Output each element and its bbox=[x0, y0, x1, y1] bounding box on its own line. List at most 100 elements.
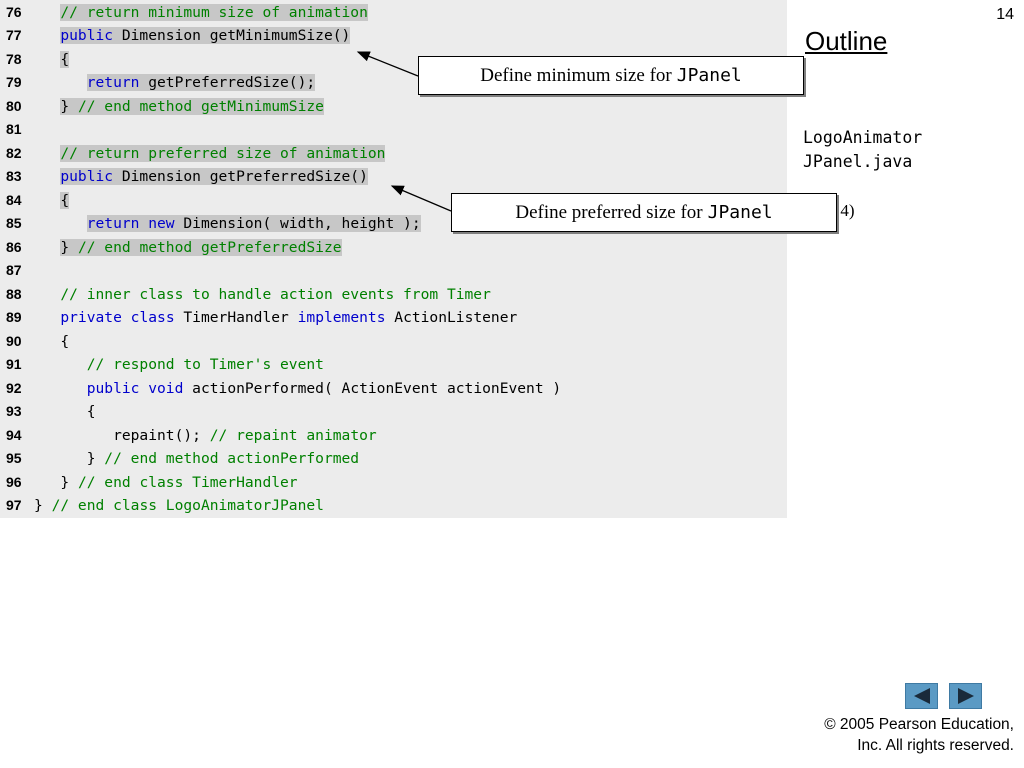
code-line: 94 repaint(); // repaint animator bbox=[0, 424, 787, 448]
code-indent bbox=[34, 215, 87, 232]
callout-minimum-size: Define minimum size for JPanel bbox=[418, 56, 804, 95]
code-token: Dimension( width, height ); bbox=[174, 215, 421, 232]
triangle-left-icon bbox=[913, 688, 930, 704]
line-number: 83 bbox=[6, 168, 22, 184]
code-line: 95 } // end method actionPerformed bbox=[0, 447, 787, 471]
code-text: { bbox=[34, 400, 96, 424]
code-indent bbox=[34, 356, 87, 373]
code-token: getPreferredSize(); bbox=[139, 74, 316, 91]
code-keyword: void bbox=[148, 379, 184, 397]
line-number: 93 bbox=[6, 403, 22, 419]
highlighted-code: // return minimum size of animation bbox=[60, 3, 368, 21]
code-content: // inner class to handle action events f… bbox=[60, 286, 491, 303]
code-line: 78 { bbox=[0, 48, 787, 72]
code-indent bbox=[34, 239, 60, 256]
code-line: 93 { bbox=[0, 400, 787, 424]
code-line: 86 } // end method getPreferredSize bbox=[0, 236, 787, 260]
code-keyword: return bbox=[86, 74, 140, 91]
line-number: 97 bbox=[6, 497, 22, 513]
code-indent bbox=[34, 286, 60, 303]
code-keyword: private bbox=[60, 309, 122, 326]
code-line: 80 } // end method getMinimumSize bbox=[0, 95, 787, 119]
copyright-line-2: Inc. All rights reserved. bbox=[857, 737, 1014, 754]
line-number: 87 bbox=[6, 262, 22, 278]
callout-minimum-size-code: JPanel bbox=[676, 65, 742, 86]
code-token: TimerHandler bbox=[174, 309, 298, 326]
code-comment: // return preferred size of animation bbox=[60, 144, 386, 162]
line-number: 77 bbox=[6, 27, 22, 43]
code-comment: // end class TimerHandler bbox=[77, 473, 298, 491]
callout-minimum-size-text: Define minimum size for bbox=[480, 64, 672, 86]
next-slide-button[interactable] bbox=[949, 683, 982, 709]
code-text: repaint(); // repaint animator bbox=[34, 424, 377, 448]
code-text: { bbox=[34, 189, 70, 213]
code-indent bbox=[34, 380, 87, 397]
line-number: 96 bbox=[6, 473, 22, 490]
line-number: 78 bbox=[6, 50, 22, 67]
code-line: 84 { bbox=[0, 189, 787, 213]
line-number: 92 bbox=[6, 379, 22, 396]
code-indent bbox=[34, 98, 60, 115]
code-token: actionPerformed( ActionEvent actionEvent… bbox=[183, 379, 562, 397]
code-token bbox=[139, 215, 148, 232]
highlighted-code: return getPreferredSize(); bbox=[86, 74, 316, 91]
code-line: 96 } // end class TimerHandler bbox=[0, 471, 787, 495]
code-token bbox=[122, 309, 131, 326]
line-number: 82 bbox=[6, 144, 22, 161]
code-indent bbox=[34, 333, 60, 350]
code-token: } bbox=[60, 97, 78, 115]
code-token: { bbox=[60, 50, 70, 68]
highlighted-code: } // end method getMinimumSize bbox=[60, 97, 324, 115]
code-comment: // repaint animator bbox=[209, 426, 377, 444]
code-token: } bbox=[60, 473, 78, 491]
copyright-line-1: © 2005 Pearson Education, bbox=[824, 716, 1014, 733]
callout-preferred-size-text: Define preferred size for bbox=[515, 201, 703, 223]
code-line: 79 return getPreferredSize(); bbox=[0, 71, 787, 95]
line-number: 89 bbox=[6, 309, 22, 325]
code-text: // respond to Timer's event bbox=[34, 353, 324, 377]
code-line: 85 return new Dimension( width, height )… bbox=[0, 212, 787, 236]
outline-heading[interactable]: Outline bbox=[805, 26, 888, 56]
file-name-line-2: JPanel.java bbox=[803, 152, 913, 171]
code-comment: // return minimum size of animation bbox=[60, 3, 368, 21]
line-number: 81 bbox=[6, 121, 22, 137]
code-text: { bbox=[34, 330, 69, 354]
code-token: } bbox=[60, 238, 78, 256]
code-text: return new Dimension( width, height ); bbox=[34, 212, 421, 236]
previous-slide-button[interactable] bbox=[905, 683, 938, 709]
page-number: 14 bbox=[996, 6, 1014, 23]
line-number: 90 bbox=[6, 332, 22, 349]
line-number: 80 bbox=[6, 97, 22, 114]
code-keyword: public bbox=[60, 168, 114, 185]
code-indent bbox=[34, 74, 87, 91]
line-number: 84 bbox=[6, 191, 22, 208]
code-token: { bbox=[60, 332, 70, 350]
code-keyword: return bbox=[86, 215, 140, 232]
code-indent bbox=[34, 427, 113, 444]
code-text: } // end method actionPerformed bbox=[34, 447, 359, 471]
code-text: } // end method getMinimumSize bbox=[34, 95, 324, 119]
code-content: } // end method actionPerformed bbox=[87, 450, 359, 467]
code-text: public Dimension getPreferredSize() bbox=[34, 165, 368, 189]
code-text: // return preferred size of animation bbox=[34, 142, 386, 166]
highlighted-code: { bbox=[60, 50, 70, 68]
line-number: 95 bbox=[6, 450, 22, 466]
code-token: } bbox=[34, 497, 52, 514]
code-token bbox=[139, 380, 148, 397]
code-token: { bbox=[86, 403, 96, 420]
highlighted-code: } // end method getPreferredSize bbox=[60, 238, 342, 256]
code-text: // return minimum size of animation bbox=[34, 1, 368, 25]
code-content: { bbox=[87, 403, 96, 420]
code-indent bbox=[34, 27, 60, 44]
code-indent bbox=[34, 474, 60, 491]
code-comment: // respond to Timer's event bbox=[86, 356, 324, 373]
code-line: 87 bbox=[0, 259, 787, 283]
code-text: } // end class TimerHandler bbox=[34, 471, 298, 495]
code-indent bbox=[34, 403, 87, 420]
code-keyword: public bbox=[86, 379, 140, 397]
code-comment: // end class LogoAnimatorJPanel bbox=[51, 497, 324, 514]
code-token: ActionListener bbox=[385, 309, 518, 326]
file-name: LogoAnimator JPanel.java bbox=[803, 126, 922, 174]
code-line: 88 // inner class to handle action event… bbox=[0, 283, 787, 307]
